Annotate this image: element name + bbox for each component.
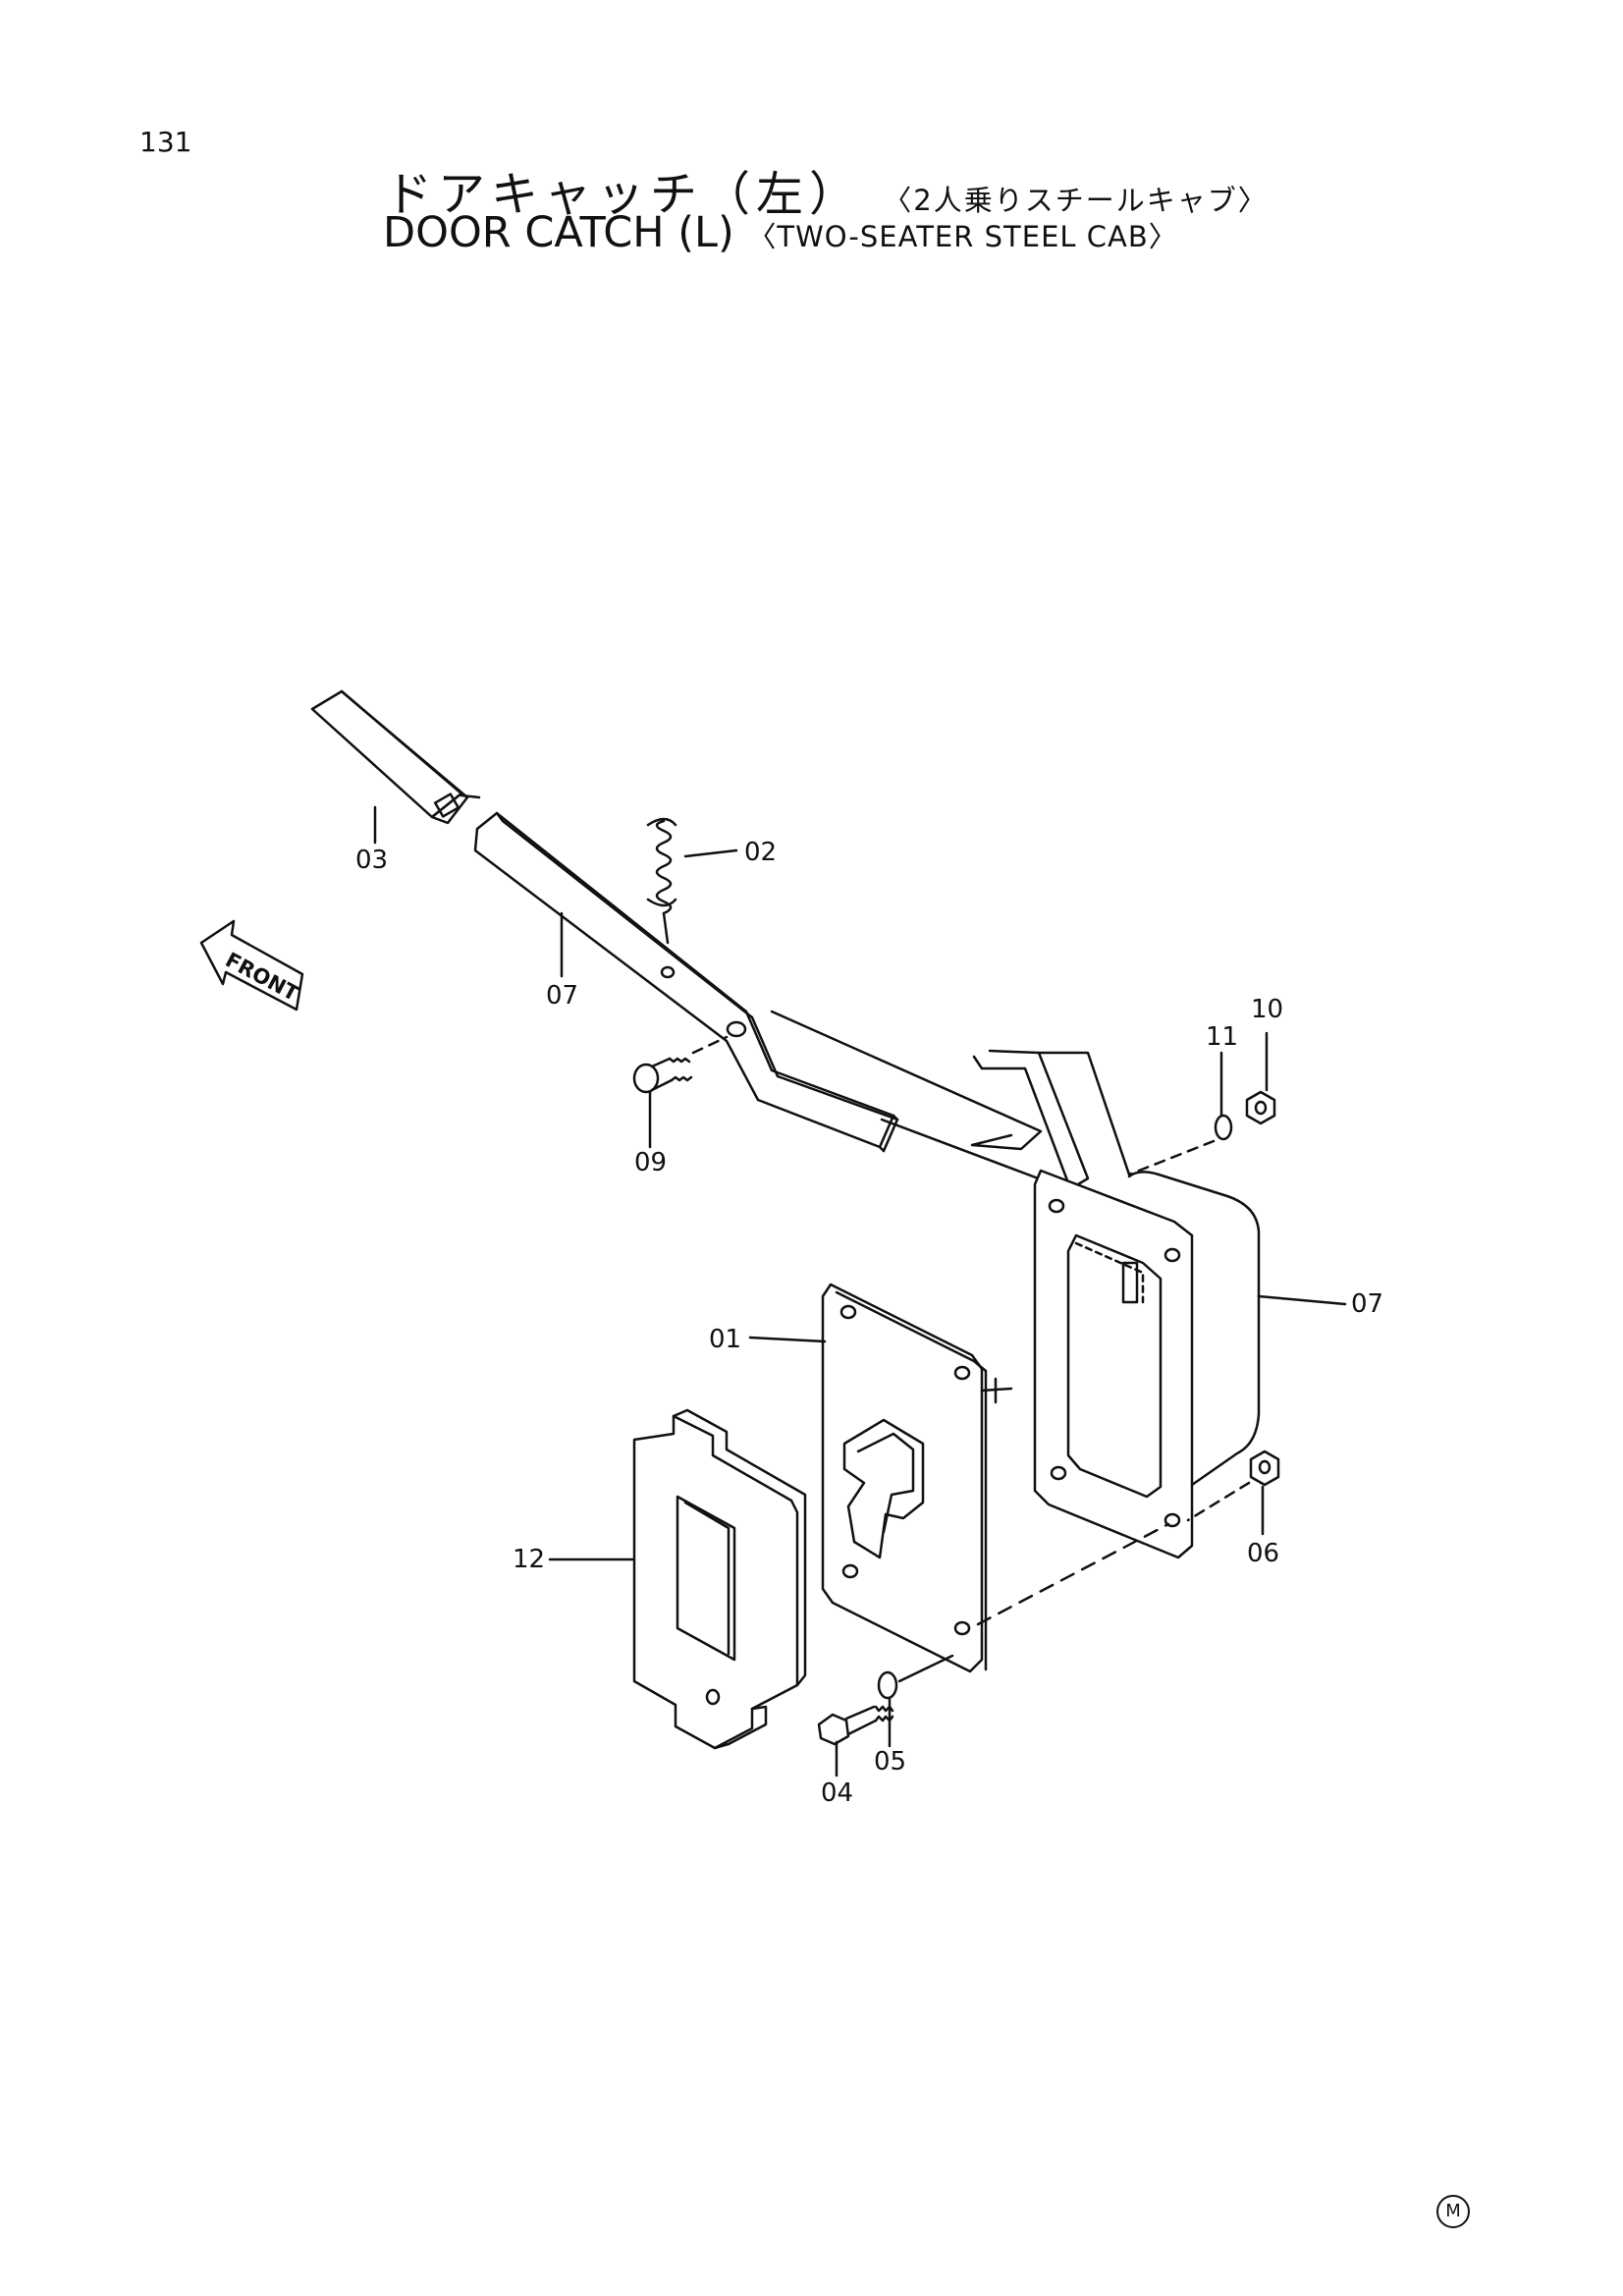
footer-mark: M [1436, 2195, 1470, 2228]
callout-02: 02 [744, 838, 777, 867]
part-striker-plate [821, 1283, 1170, 1673]
callout-07: 07 [1351, 1289, 1383, 1319]
part-spring [646, 817, 677, 945]
callout-12: 12 [513, 1545, 545, 1574]
callout-labels: 03 02 07 09 11 10 07 01 12 06 05 04 [355, 838, 1383, 1808]
callout-11: 11 [1206, 1022, 1238, 1052]
page-title-english: DOOR CATCH (L) 〈TWO-SEATER STEEL CAB〉 [383, 208, 1178, 257]
callout-04: 04 [821, 1778, 853, 1808]
leader-lines [373, 805, 1269, 1777]
title-ja-sub: 〈2人乗りスチールキャブ〉 [883, 184, 1269, 217]
page-title-japanese: ドアキャッチ（左） 〈2人乗りスチールキャブ〉 [385, 155, 1269, 224]
callout-09: 09 [634, 1148, 667, 1177]
part-lever [473, 811, 899, 1153]
part-bolt [817, 1705, 894, 1746]
title-en-main: DOOR CATCH (L) [383, 208, 734, 257]
part-nut-10 [1245, 1090, 1276, 1125]
part-washer-11 [1127, 1114, 1233, 1176]
callout-08: 07 [546, 981, 578, 1011]
part-pad [632, 1408, 807, 1750]
part-catch-housing [1033, 1169, 1347, 1559]
part-grip [310, 689, 481, 825]
title-ja-main: ドアキャッチ（左） [385, 167, 863, 222]
callout-03: 03 [355, 846, 388, 875]
part-nut-06 [1186, 1449, 1280, 1522]
callout-06: 06 [1247, 1539, 1279, 1568]
callout-01: 01 [709, 1325, 741, 1354]
title-en-sub: 〈TWO-SEATER STEEL CAB〉 [747, 220, 1178, 253]
page-number: 131 [139, 126, 192, 158]
part-bracket [770, 1010, 1131, 1196]
callout-10: 10 [1251, 995, 1283, 1024]
callout-05: 05 [874, 1747, 906, 1777]
front-arrow-icon: FRONT [199, 919, 304, 1011]
part-pin [632, 1035, 729, 1094]
part-washer-05 [877, 1654, 954, 1700]
